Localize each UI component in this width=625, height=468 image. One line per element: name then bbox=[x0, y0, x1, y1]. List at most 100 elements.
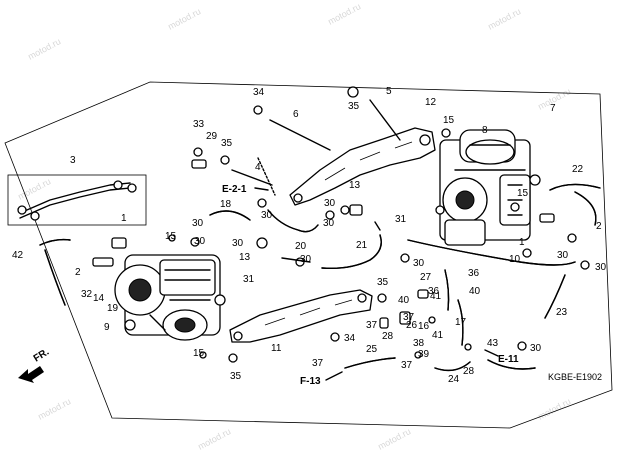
upper-bracket bbox=[289, 127, 436, 206]
front-direction-arrow: FR. bbox=[18, 347, 51, 383]
callout-label: 1 bbox=[121, 213, 127, 224]
callout-label: 28 bbox=[382, 331, 394, 342]
callout-label: 35 bbox=[230, 371, 242, 382]
callout-label: 19 bbox=[107, 303, 119, 314]
callout-label: 33 bbox=[193, 119, 205, 130]
long-rod bbox=[369, 99, 401, 141]
callout-label: 39 bbox=[418, 349, 430, 360]
callout-label: 41 bbox=[432, 330, 444, 341]
callout-label: 4 bbox=[255, 162, 261, 173]
callout-label: 37 bbox=[366, 320, 378, 331]
callout-label: 18 bbox=[220, 199, 232, 210]
callout-label: 3 bbox=[70, 155, 76, 166]
callout-label: 36 bbox=[428, 286, 440, 297]
fasteners bbox=[92, 86, 590, 363]
callout-label: 24 bbox=[448, 374, 460, 385]
assembly-boundary bbox=[4, 81, 613, 429]
callout-label: 30 bbox=[413, 258, 425, 269]
callout-label: 8 bbox=[482, 125, 488, 136]
callout-label: 16 bbox=[418, 321, 430, 332]
watermark: motod.ru bbox=[16, 176, 52, 202]
callout-label: 1 bbox=[519, 237, 525, 248]
watermark: motod.ru bbox=[166, 6, 202, 32]
callout-label: 9 bbox=[104, 322, 110, 333]
callout-label: 17 bbox=[455, 317, 467, 328]
callout-label: 30 bbox=[192, 218, 204, 229]
callout-label: 15 bbox=[443, 115, 455, 126]
watermark: motod.ru bbox=[486, 6, 522, 32]
left-carburetor-body bbox=[114, 254, 226, 341]
reference-e-2-1: E-2-1 bbox=[222, 184, 269, 195]
callout-label: 35 bbox=[377, 277, 389, 288]
callout-label: 41 bbox=[430, 291, 442, 302]
callout-label: 30 bbox=[323, 218, 335, 229]
callout-label: 2 bbox=[596, 221, 602, 232]
callout-label: 15 bbox=[165, 231, 177, 242]
callout-label: 40 bbox=[398, 295, 410, 306]
svg-text:E-11: E-11 bbox=[498, 354, 519, 365]
reference-e-11: E-11 bbox=[484, 349, 519, 365]
svg-text:E-2-1: E-2-1 bbox=[222, 184, 247, 195]
svg-text:F-13: F-13 bbox=[300, 376, 321, 387]
callout-label: 35 bbox=[221, 138, 233, 149]
diagram-code: KGBE-E1902 bbox=[548, 372, 602, 382]
callout-label: 30 bbox=[530, 343, 542, 354]
callout-label: 11 bbox=[271, 343, 282, 354]
callout-label: 30 bbox=[194, 236, 206, 247]
watermark: motod.ru bbox=[536, 396, 572, 422]
watermark: motod.ru bbox=[376, 426, 412, 452]
callout-label: 40 bbox=[469, 286, 481, 297]
callout-label: 31 bbox=[395, 214, 407, 225]
callout-label: 30 bbox=[324, 198, 336, 209]
callout-label: 34 bbox=[344, 333, 356, 344]
callout-label: 34 bbox=[253, 87, 265, 98]
callout-label: 26 bbox=[406, 320, 418, 331]
callout-label: 31 bbox=[243, 274, 255, 285]
watermark: motod.ru bbox=[26, 36, 62, 62]
callouts: 1 1 2 2 3 4 5 6 7 8 9 10 11 12 13 13 14 … bbox=[12, 86, 607, 385]
callout-label: 23 bbox=[556, 307, 568, 318]
callout-label: 28 bbox=[463, 366, 475, 377]
callout-label: 42 bbox=[12, 250, 24, 261]
callout-label: 6 bbox=[293, 109, 299, 120]
callout-label: 27 bbox=[420, 272, 432, 283]
callout-label: 15 bbox=[193, 348, 205, 359]
watermark: motod.ru bbox=[196, 426, 232, 452]
callout-label: 30 bbox=[261, 210, 273, 221]
reference-f-13: F-13 bbox=[300, 371, 343, 387]
callout-label: 13 bbox=[349, 180, 361, 191]
right-carburetor-body bbox=[435, 129, 541, 246]
callout-label: 30 bbox=[557, 250, 569, 261]
callout-label: 25 bbox=[366, 344, 378, 355]
callout-label: 36 bbox=[468, 268, 480, 279]
link-detail-box bbox=[7, 174, 147, 226]
callout-label: 30 bbox=[232, 238, 244, 249]
callout-label: 7 bbox=[550, 103, 556, 114]
callout-label: 14 bbox=[93, 293, 105, 304]
direction-label: FR. bbox=[32, 347, 52, 365]
callout-label: 29 bbox=[206, 131, 218, 142]
callout-label: 37 bbox=[401, 360, 413, 371]
callout-label: 15 bbox=[517, 188, 529, 199]
callout-label: 35 bbox=[348, 101, 360, 112]
callout-label: 12 bbox=[425, 97, 437, 108]
callout-label: 38 bbox=[413, 338, 425, 349]
callout-label: 10 bbox=[509, 254, 521, 265]
callout-label: 20 bbox=[295, 241, 307, 252]
long-rod bbox=[269, 119, 331, 151]
callout-label: 13 bbox=[239, 252, 251, 263]
callout-label: 30 bbox=[595, 262, 607, 273]
hoses bbox=[39, 183, 601, 372]
callout-label: 37 bbox=[403, 312, 415, 323]
watermark: motod.ru bbox=[36, 396, 72, 422]
lower-bracket bbox=[229, 289, 373, 343]
callout-label: 22 bbox=[572, 164, 584, 175]
callout-label: 21 bbox=[356, 240, 368, 251]
callout-label: 32 bbox=[81, 289, 93, 300]
callout-label: 43 bbox=[487, 338, 499, 349]
callout-label: 37 bbox=[312, 358, 324, 369]
callout-label: 2 bbox=[75, 267, 81, 278]
watermark: motod.ru bbox=[326, 1, 362, 27]
callout-label: 30 bbox=[300, 254, 312, 265]
